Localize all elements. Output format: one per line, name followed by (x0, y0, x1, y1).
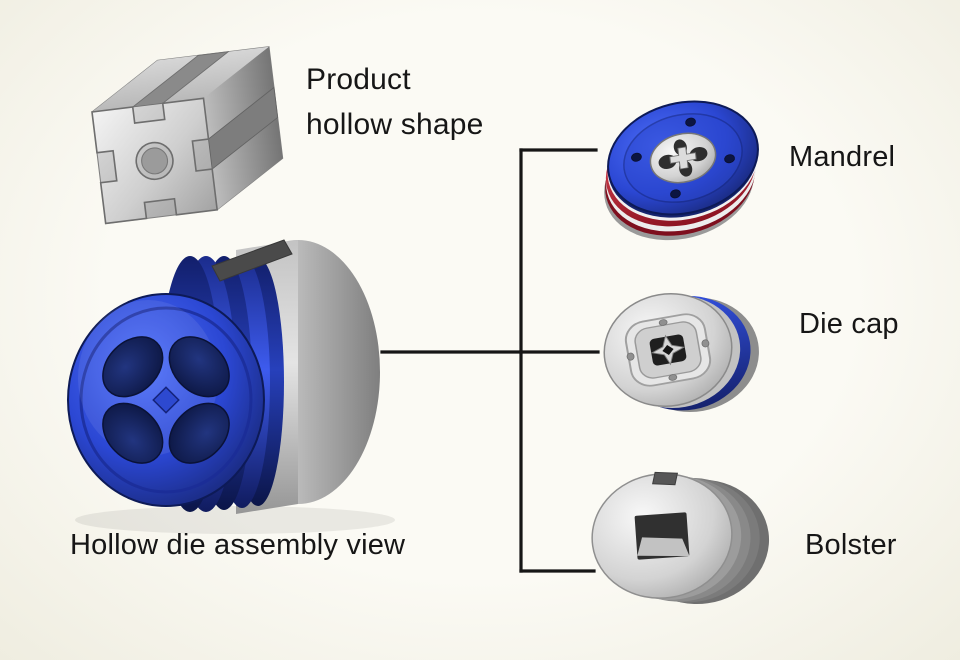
assembly-face-ring (79, 306, 253, 494)
mandrel-tip-cross (669, 146, 697, 170)
assembly-shadow (75, 506, 395, 534)
mandrel-bolt-holes (631, 117, 735, 199)
mandrel-illustration (604, 100, 759, 241)
die-cap-face-detail (624, 313, 712, 387)
assembly-port (102, 402, 164, 464)
die-assembly-illustration (67, 239, 395, 534)
assembly-top-slot (211, 239, 293, 282)
die-cap-bolt-holes (626, 319, 710, 381)
die-cap-illustration (603, 292, 759, 412)
profile-center-bore (141, 147, 169, 175)
assembly-caption: Hollow die assembly view (70, 529, 406, 561)
mandrel-bolt-hole (724, 154, 735, 164)
profile-top-groove (131, 51, 230, 108)
profile-cross-section (91, 97, 219, 225)
die-cap-center-hole (662, 344, 674, 356)
product-label-line1: Product (306, 63, 411, 96)
profile-side-groove (208, 86, 279, 170)
connector-lines (380, 148, 600, 573)
bolster-label: Bolster (805, 529, 897, 561)
mandrel-bolt-hole (685, 117, 696, 127)
assembly-center-web (152, 386, 180, 414)
product-profile-illustration (91, 46, 284, 225)
die-cap-label: Die cap (799, 308, 899, 340)
bolster-square-bore (634, 512, 690, 560)
assembly-port (102, 336, 164, 398)
product-label: Product hollow shape (306, 57, 484, 147)
bolster-bore-inner-wall (637, 537, 690, 557)
product-label-line2: hollow shape (306, 108, 484, 141)
mandrel-label: Mandrel (789, 141, 896, 173)
bolster-illustration (591, 471, 770, 605)
assembly-ports (102, 336, 230, 464)
mandrel-bolt-hole (670, 189, 681, 199)
assembly-port (168, 402, 230, 464)
bolster-top-slot (652, 471, 679, 486)
mandrel-bolt-hole (631, 152, 642, 162)
assembly-port (168, 336, 230, 398)
